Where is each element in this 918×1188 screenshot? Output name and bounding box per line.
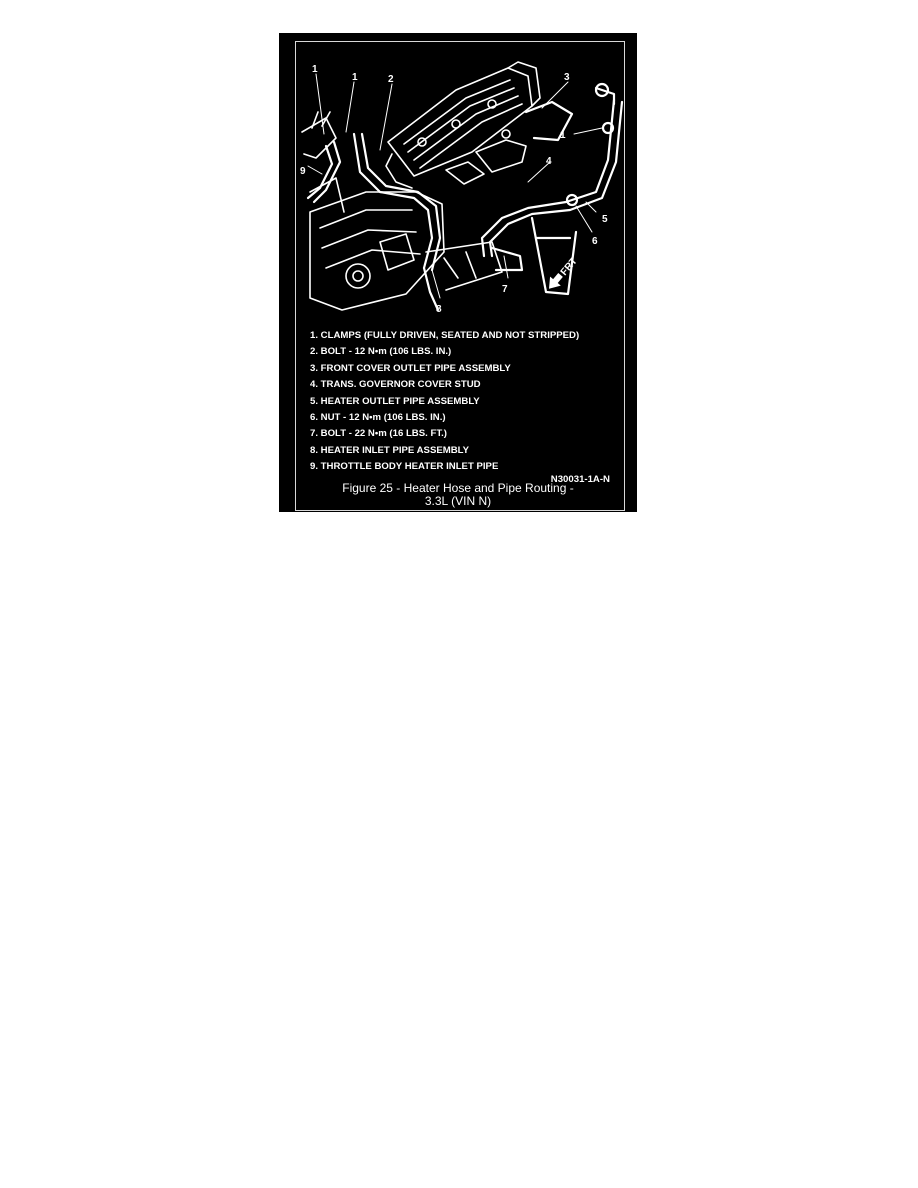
callout-6: 6: [592, 236, 598, 247]
legend-item: 2. BOLT - 12 N•m (106 LBS. IN.): [310, 346, 452, 358]
engine-illustration: FRT 1 1 2 3 1 4 9 5 6 7 8: [300, 61, 624, 315]
front-direction-arrow: FRT: [549, 256, 580, 289]
callout-2: 2: [388, 74, 394, 85]
legend-item: 7. BOLT - 22 N•m (16 LBS. FT.): [310, 428, 447, 440]
heater-outlet-pipe-drawing: [480, 82, 624, 296]
callout-7: 7: [502, 284, 508, 295]
arrow-icon: [549, 273, 563, 289]
figure-frame: FRT 1 1 2 3 1 4 9 5 6 7 8 1. CLAMPS (FUL…: [295, 41, 625, 511]
legend-item: 3. FRONT COVER OUTLET PIPE ASSEMBLY: [310, 362, 511, 374]
figure-caption: Figure 25 - Heater Hose and Pipe Routing…: [279, 482, 637, 508]
callout-4: 4: [546, 156, 552, 167]
legend-item: 6. NUT - 12 N•m (106 LBS. IN.): [310, 412, 446, 424]
legend-item: 9. THROTTLE BODY HEATER INLET PIPE: [310, 461, 499, 473]
engine-block-drawing: [301, 111, 503, 311]
intake-manifold-drawing: [385, 61, 541, 189]
callout-9: 9: [300, 166, 306, 177]
legend-item: 1. CLAMPS (FULLY DRIVEN, SEATED AND NOT …: [310, 330, 580, 341]
legend-item: 4. TRANS. GOVERNOR COVER STUD: [310, 379, 481, 391]
callout-1c: 1: [560, 130, 566, 141]
heater-inlet-pipe-drawing: [306, 132, 442, 312]
callout-3: 3: [564, 72, 570, 83]
callout-8: 8: [436, 304, 442, 315]
legend-item: 5. HEATER OUTLET PIPE ASSEMBLY: [310, 395, 480, 407]
caption-line-2: 3.3L (VIN N): [424, 494, 492, 508]
callout-1b: 1: [352, 72, 358, 83]
parts-legend: 1. CLAMPS (FULLY DRIVEN, SEATED AND NOT …: [310, 328, 622, 476]
callout-5: 5: [602, 214, 608, 225]
legend-item: 8. HEATER INLET PIPE ASSEMBLY: [310, 444, 470, 456]
callout-1a: 1: [312, 64, 318, 75]
front-direction-label: FRT: [559, 256, 580, 278]
figure-panel: FRT 1 1 2 3 1 4 9 5 6 7 8 1. CLAMPS (FUL…: [279, 33, 637, 512]
callout-leader-lines: [307, 73, 603, 299]
figure-code: N30031-1A-N: [550, 474, 610, 485]
caption-line-1: Figure 25 - Heater Hose and Pipe Routing…: [342, 481, 574, 495]
